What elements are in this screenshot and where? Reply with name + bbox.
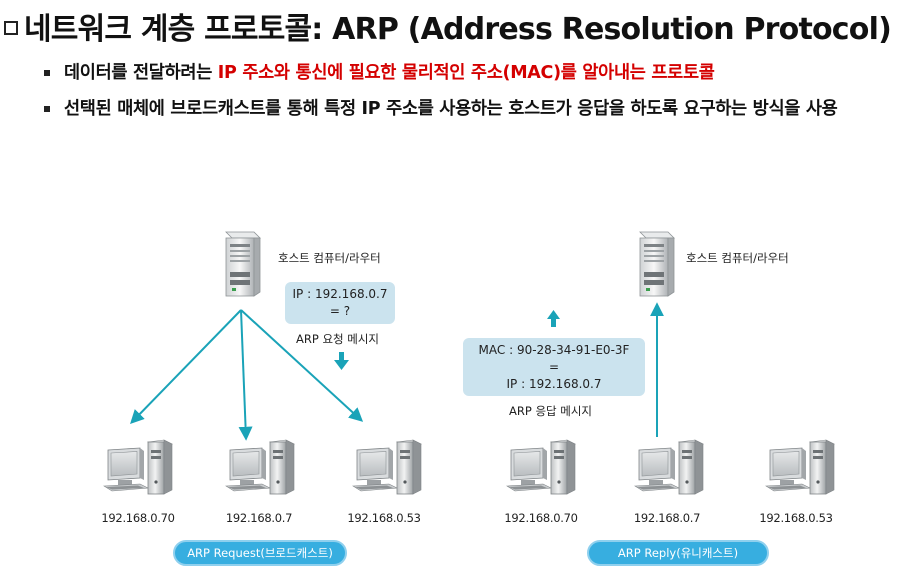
right-server-label: 호스트 컴퓨터/라우터 [686, 251, 789, 265]
left-host-ip-53: 192.168.0.53 [347, 511, 420, 525]
query-box: IP : 192.168.0.7 = ? [285, 282, 395, 324]
arp-reply-section: 호스트 컴퓨터/라우터 MAC : 90-28-34-91-E0-3F = IP… [463, 231, 835, 566]
title-text: 네트워크 계층 프로토콜: ARP (Address Resolution Pr… [24, 12, 892, 47]
left-server-label: 호스트 컴퓨터/라우터 [278, 251, 381, 265]
bullet-text: 선택된 매체에 브로드캐스트를 통해 특정 IP 주소를 사용하는 호스트가 응… [64, 99, 838, 119]
left-pc-icon-7 [225, 439, 295, 495]
broadcast-arrow-to-host-7 [238, 309, 253, 441]
left-server-icon [225, 231, 261, 297]
right-pc-icon-7 [634, 439, 704, 495]
right-host-ip-70: 192.168.0.70 [504, 511, 577, 525]
left-host-ip-70: 192.168.0.70 [101, 511, 174, 525]
bullet-item-method: 선택된 매체에 브로드캐스트를 통해 특정 IP 주소를 사용하는 호스트가 응… [40, 94, 910, 124]
query-unknown-line: = ? [330, 304, 350, 318]
reply-ip-line: IP : 192.168.0.7 [507, 377, 602, 391]
bullet-square-icon [44, 70, 50, 76]
arp-reply-pill-label: ARP Reply(유니캐스트) [618, 546, 738, 560]
arp-request-pill: ARP Request(브로드캐스트) [173, 540, 347, 566]
bullet-item-purpose: 데이터를 전달하려는 IP 주소와 통신에 필요한 물리적인 주소(MAC)를 … [40, 58, 910, 88]
arp-reply-message-label: ARP 응답 메시지 [509, 404, 592, 418]
right-pc-icon-53 [765, 439, 835, 495]
down-arrow-icon [334, 352, 349, 370]
broadcast-arrows [130, 309, 364, 441]
reply-box-bg [463, 338, 645, 396]
right-host-ip-7: 192.168.0.7 [634, 511, 700, 525]
right-pc-icon-70 [506, 439, 576, 495]
bullet-text-prefix: 데이터를 전달하려는 [64, 63, 218, 83]
right-server-icon [639, 231, 675, 297]
bullet-list: 데이터를 전달하려는 IP 주소와 통신에 필요한 물리적인 주소(MAC)를 … [40, 58, 910, 124]
broadcast-arrow-to-host-53 [240, 309, 364, 422]
reply-mac-line: MAC : 90-28-34-91-E0-3F [479, 343, 630, 357]
arp-request-pill-bg [173, 540, 347, 566]
slide-title: 네트워크 계층 프로토콜: ARP (Address Resolution Pr… [4, 4, 892, 48]
reply-equals-line: = [549, 360, 559, 374]
broadcast-arrow-to-host-70 [130, 309, 242, 425]
title-square-icon [4, 21, 18, 35]
arp-request-message-label: ARP 요청 메시지 [296, 332, 379, 346]
query-ip-line: IP : 192.168.0.7 [293, 287, 388, 301]
arp-reply-pill: ARP Reply(유니캐스트) [587, 540, 769, 566]
query-box-bg [285, 282, 395, 324]
bullet-square-icon [44, 106, 50, 112]
reply-box: MAC : 90-28-34-91-E0-3F = IP : 192.168.0… [463, 338, 645, 396]
arp-request-pill-label: ARP Request(브로드캐스트) [187, 546, 333, 560]
arp-request-section: 호스트 컴퓨터/라우터 IP : 192.168.0.7 = ? ARP 요청 … [101, 231, 422, 566]
left-pc-icon-53 [352, 439, 422, 495]
up-arrow-icon [547, 310, 560, 327]
left-host-ip-7: 192.168.0.7 [226, 511, 292, 525]
right-host-ip-53: 192.168.0.53 [759, 511, 832, 525]
left-pc-icon-70 [103, 439, 173, 495]
bullet-text-highlight: IP 주소와 통신에 필요한 물리적인 주소(MAC)를 알아내는 프로토콜 [217, 63, 715, 83]
arp-reply-pill-bg [587, 540, 769, 566]
